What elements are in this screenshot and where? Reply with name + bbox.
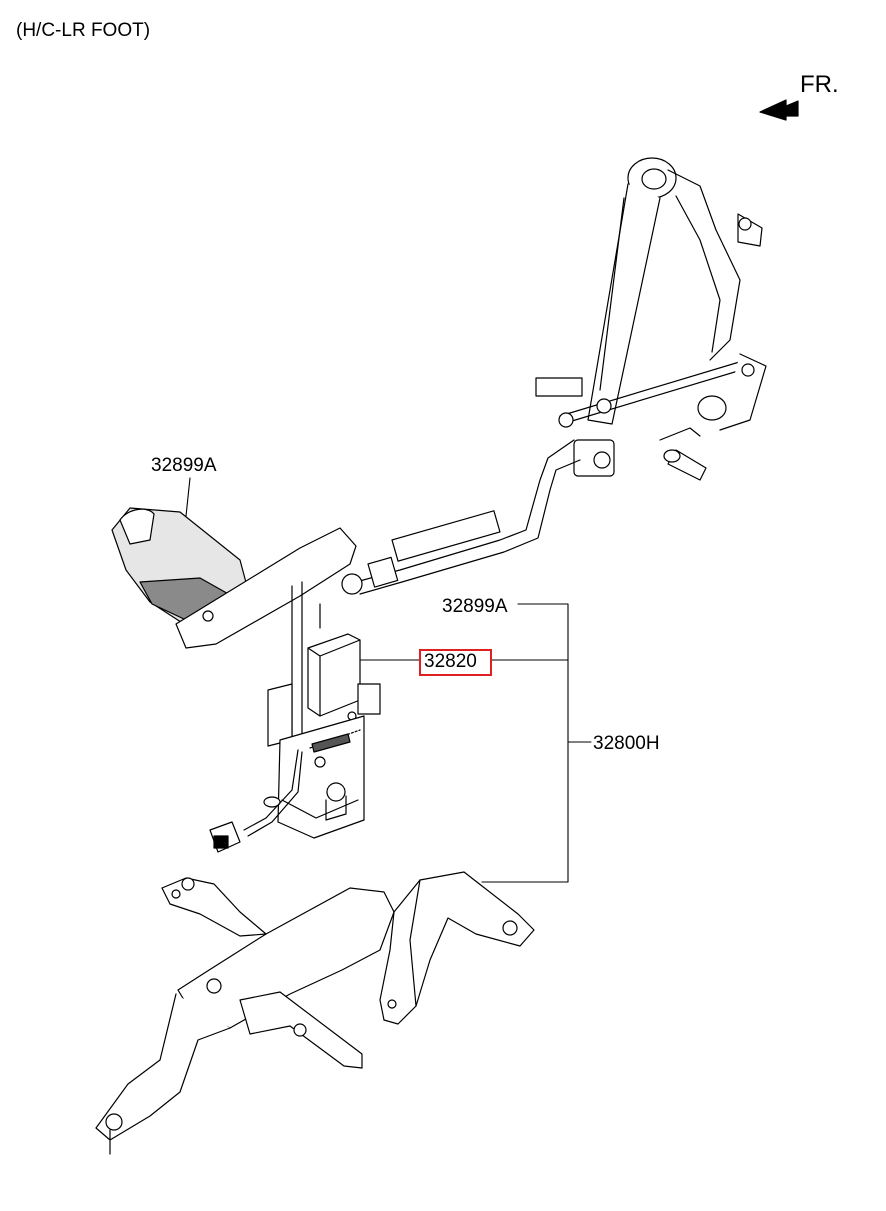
callout-32899A-right[interactable]: 32899A	[442, 596, 508, 617]
callout-32800H[interactable]: 32800H	[593, 733, 660, 754]
diagram-title: (H/C-LR FOOT)	[16, 20, 151, 41]
leader-32899A-right	[481, 603, 569, 883]
brake-lever-arm	[573, 157, 763, 477]
cross-rod	[535, 353, 767, 481]
link-rod	[341, 439, 581, 595]
highlight-box-32820	[419, 649, 492, 676]
callout-32899A-top[interactable]: 32899A	[151, 455, 217, 476]
pedal-pad	[111, 507, 357, 649]
switch-wire-connector	[209, 749, 303, 853]
callout-32820[interactable]: 32820	[424, 651, 477, 672]
leader-32899A-top	[185, 477, 191, 517]
front-direction-arrow-icon	[759, 99, 799, 121]
front-direction-label: FR.	[800, 71, 839, 98]
leader-lines	[185, 477, 592, 883]
stop-lamp-switch	[307, 633, 381, 721]
mounting-bracket	[95, 871, 535, 1155]
ratchet-base	[263, 683, 365, 839]
